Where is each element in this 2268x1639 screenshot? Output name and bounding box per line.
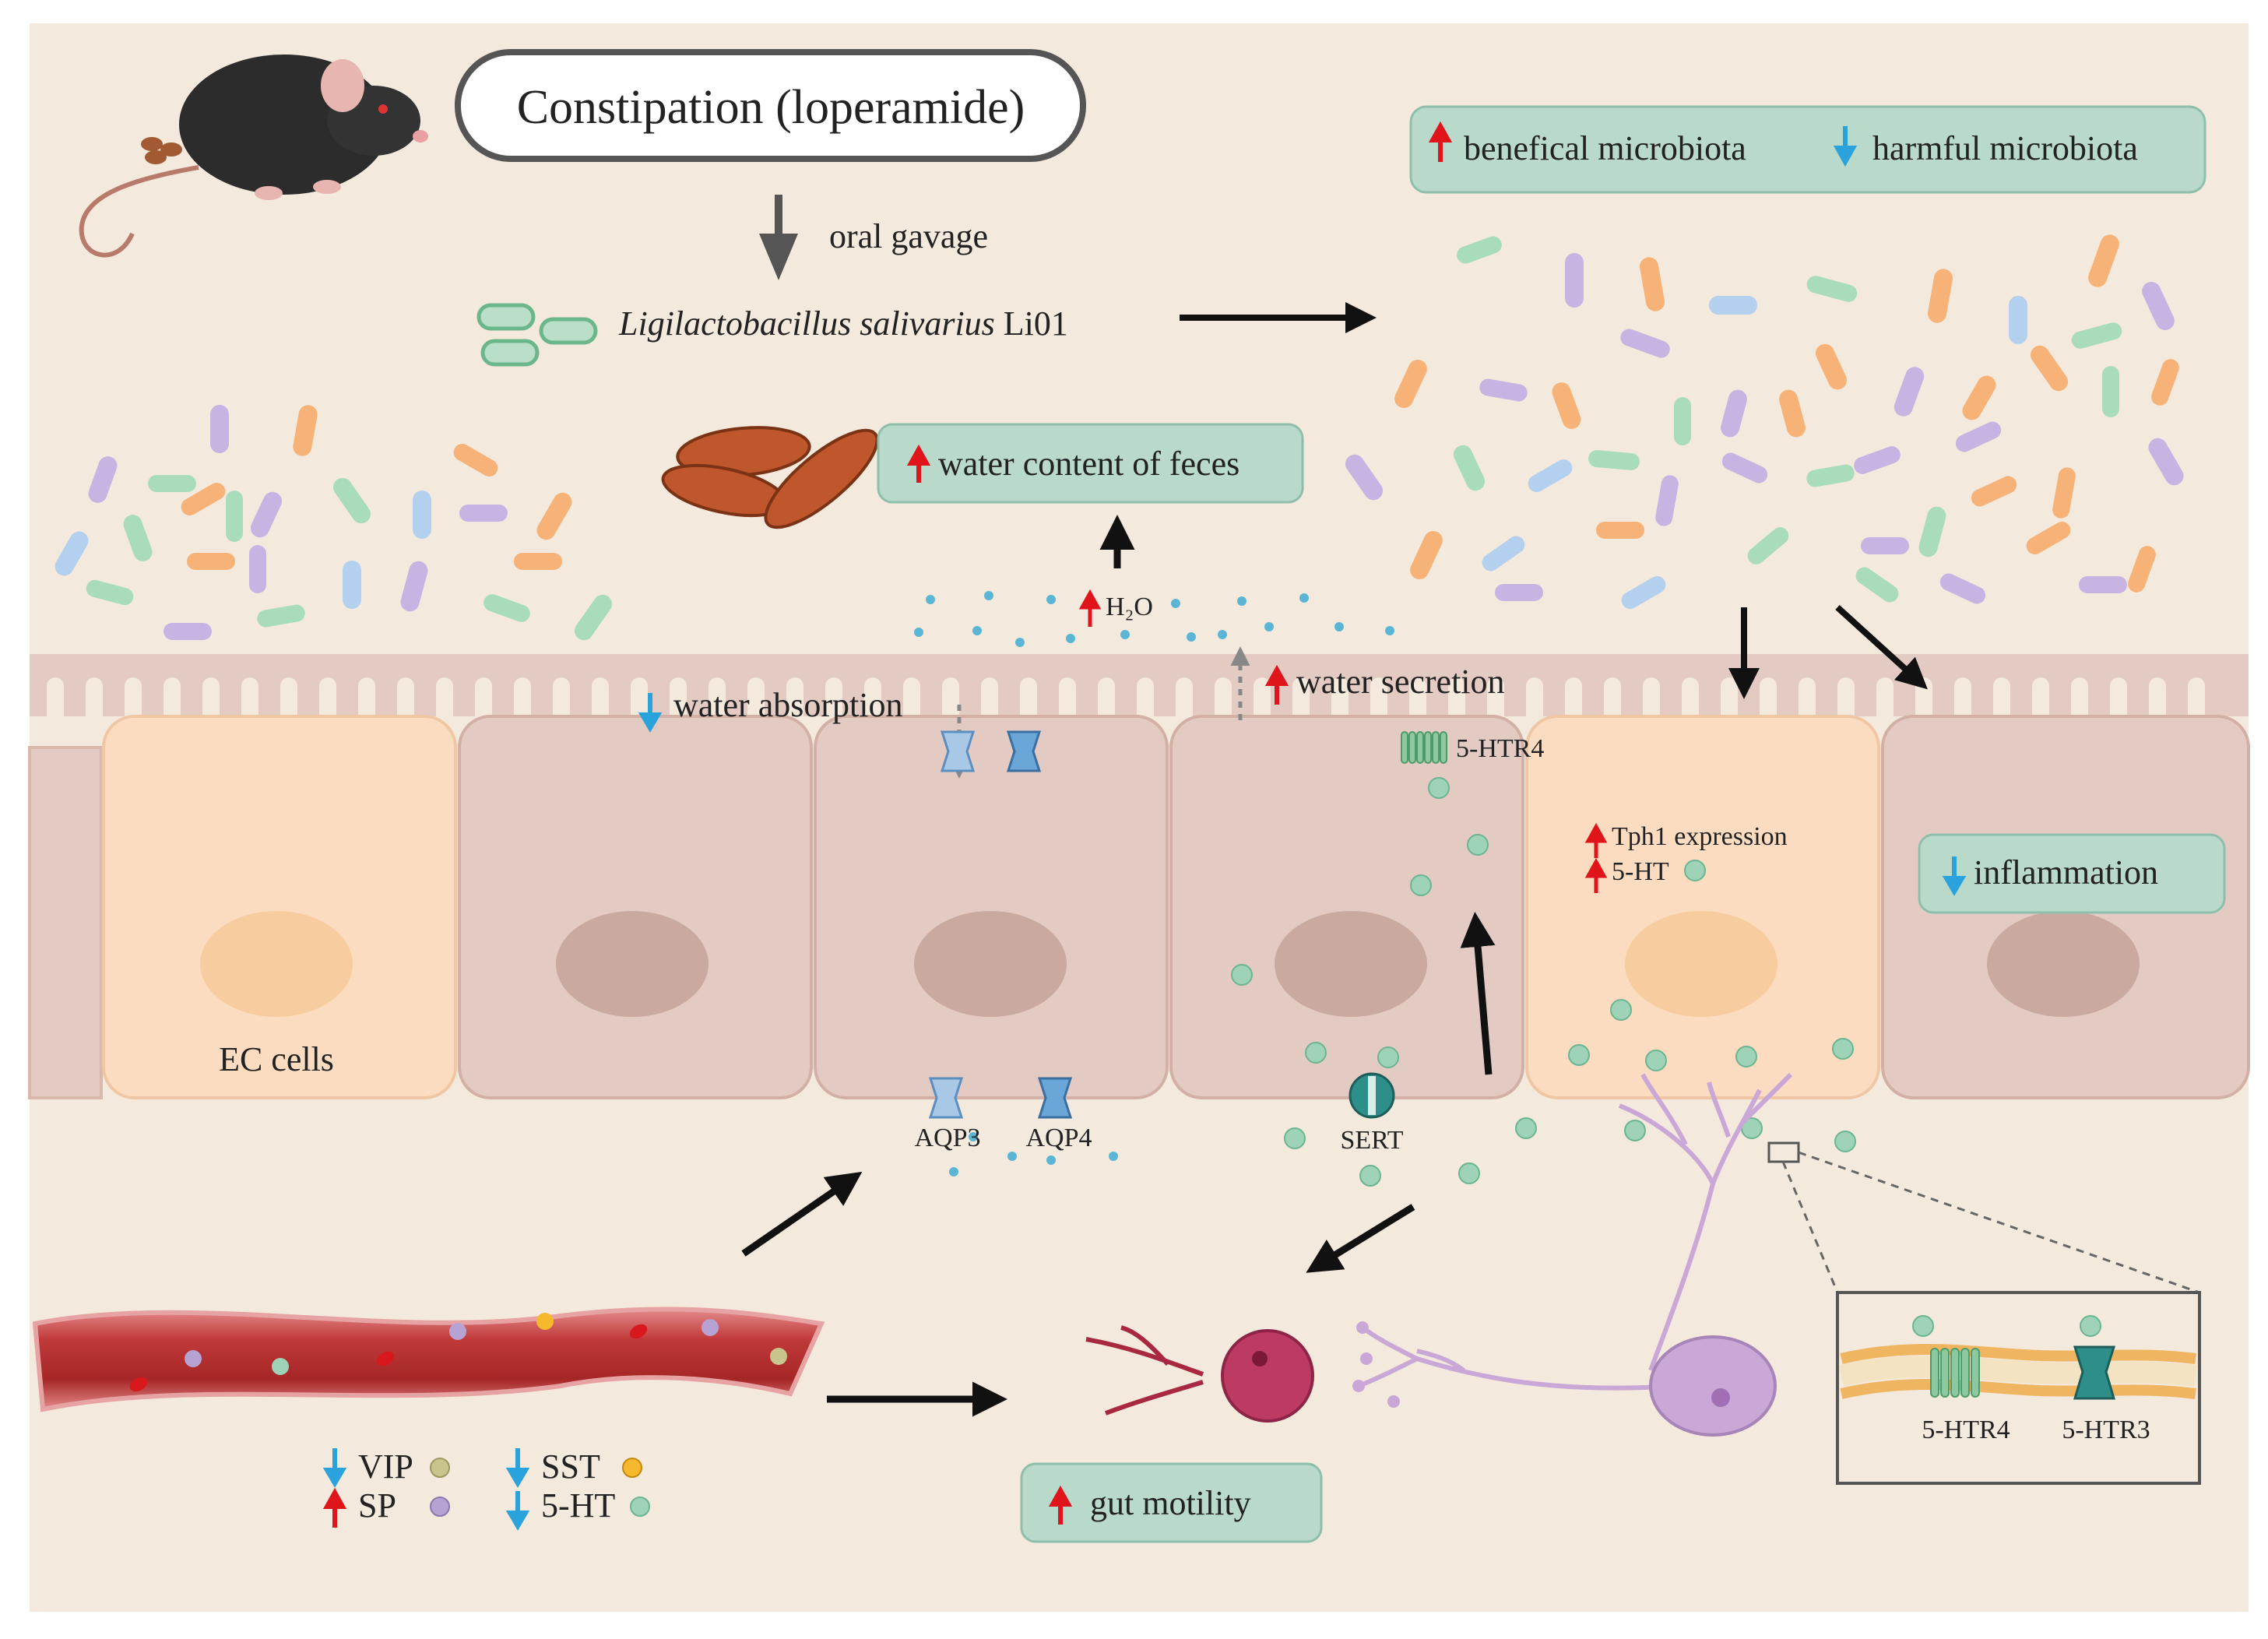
legend-5ht: 5-HT	[541, 1486, 615, 1525]
receptor-5htr4-icon	[1930, 1348, 1980, 1398]
water-absorption-label: water absorption	[673, 686, 902, 724]
title-text: Constipation (loperamide)	[517, 81, 1025, 134]
ec-cell	[102, 715, 457, 1099]
receptor-apical-label: 5-HTR4	[1456, 734, 1544, 763]
feces-label: water content of feces	[938, 445, 1239, 483]
inset-5htr4-label: 5-HTR4	[1922, 1416, 2010, 1444]
legend: VIP SP SST 5-HT	[322, 1447, 650, 1531]
down-arrow-icon	[1833, 126, 1858, 167]
bacteria-cluster-left	[55, 405, 613, 641]
mouse-icon	[79, 55, 428, 258]
probiotic-bacteria-icon	[476, 303, 598, 367]
up-arrow-icon	[1584, 822, 1608, 858]
membrane	[1838, 1344, 2197, 1399]
gut-motility-label: gut motility	[1090, 1484, 1251, 1522]
down-arrow-icon	[505, 1448, 530, 1488]
tph1-label: Tph1 expression	[1612, 822, 1788, 851]
probiotic-label: Ligilactobacillus salivarius Li01	[618, 304, 1068, 343]
down-arrow-icon	[638, 693, 663, 733]
receptor-5htr3-icon	[2073, 1345, 2116, 1400]
aqp3-label: AQP3	[914, 1124, 980, 1152]
up-arrow-icon	[1584, 857, 1608, 893]
epithelium	[28, 654, 2250, 1099]
serotonin-label: 5-HT	[1612, 857, 1669, 886]
beneficial-label: benefical microbiota	[1464, 129, 1746, 167]
microbiota-box	[1409, 105, 2206, 194]
up-arrow-icon	[1078, 589, 1102, 627]
up-arrow-icon	[322, 1487, 347, 1528]
h2o-label: H₂O	[1106, 593, 1153, 621]
up-arrow-icon	[1428, 121, 1453, 162]
water-secretion-label: water secretion	[1296, 663, 1505, 701]
serotonin-up-arrow	[1460, 912, 1496, 1075]
bacteria-cluster-right	[1345, 234, 2184, 609]
inset-5htr3-label: 5-HTR3	[2062, 1416, 2150, 1444]
down-arrow-icon	[322, 1448, 347, 1488]
down-arrow-icon	[1942, 856, 1967, 896]
up-arrow-icon	[1264, 664, 1289, 705]
feces-box	[877, 423, 1304, 504]
gut-motility-box	[1020, 1462, 1323, 1543]
aqp4-label: AQP4	[1025, 1124, 1092, 1152]
serotonin-to-motility-arrow	[1306, 1204, 1415, 1273]
serotonin-dots	[1231, 777, 1856, 1187]
gavage-arrow	[759, 234, 798, 280]
serotonin-dot	[1684, 860, 1706, 881]
sert-transporter-icon	[1348, 1072, 1395, 1119]
sert-label: SERT	[1340, 1126, 1403, 1155]
inflammation-box	[1918, 833, 2226, 914]
legend-sst: SST	[541, 1447, 600, 1486]
down-arrow-icon	[505, 1491, 530, 1531]
up-arrow-icon	[906, 444, 931, 483]
feces-icon	[661, 426, 879, 529]
aquaporin-icon	[940, 730, 1042, 772]
neuron-body	[1649, 1335, 1777, 1437]
legend-vip: VIP	[358, 1447, 413, 1486]
title-box	[455, 49, 1086, 162]
vessel-to-aqp-arrow	[741, 1171, 863, 1257]
ec-cells-label: EC cells	[219, 1040, 334, 1078]
ec-cell	[1525, 715, 1880, 1099]
legend-sp: SP	[358, 1486, 396, 1525]
muscle-cell-icon	[1085, 1325, 1314, 1423]
neuron-icon	[1357, 1072, 1793, 1391]
gavage-label: oral gavage	[829, 217, 988, 255]
up-arrow-icon	[1048, 1485, 1073, 1525]
harmful-label: harmful microbiota	[1872, 129, 2138, 167]
aquaporin-icon	[928, 1077, 1073, 1119]
receptor-5htr4-icon	[1401, 731, 1447, 764]
microbiota-diagonal-arrow	[1835, 605, 1928, 690]
inflammation-label: inflammation	[1974, 853, 2158, 892]
blood-vessel	[32, 1307, 825, 1412]
